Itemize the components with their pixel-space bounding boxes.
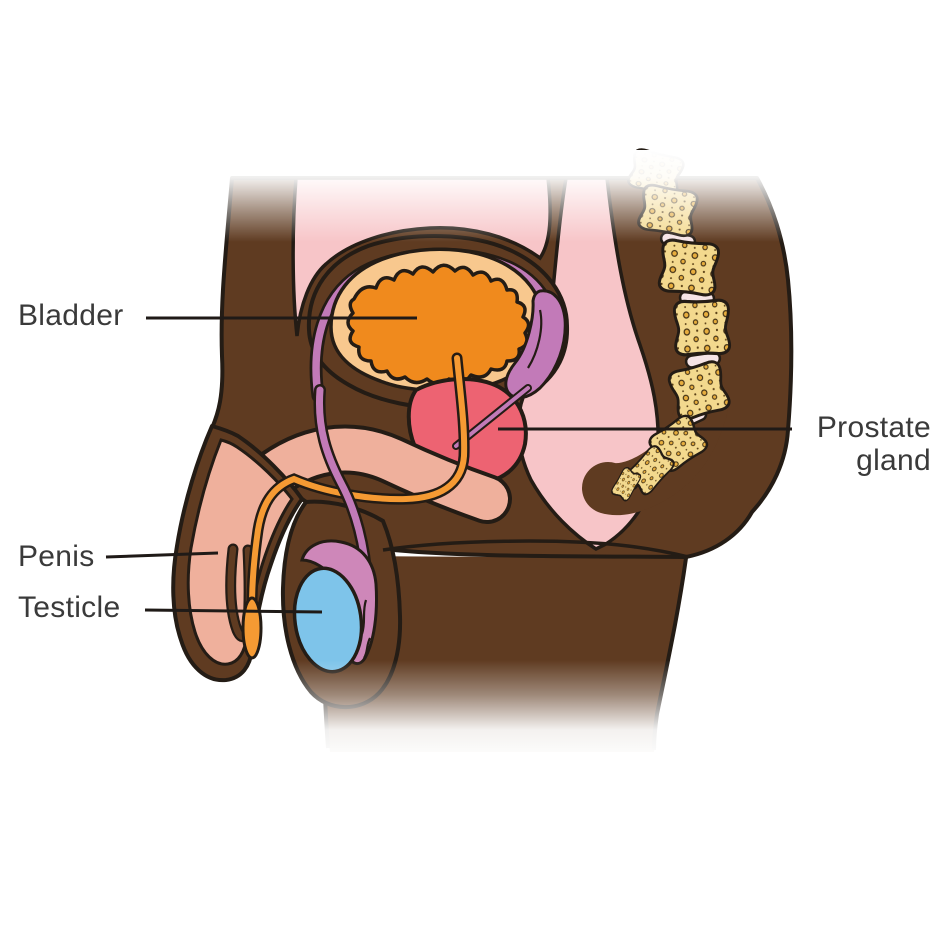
penile-bulb [241,424,512,524]
label-penis: Penis [18,540,95,573]
label-bladder: Bladder [18,299,124,332]
bladder-lumen [346,263,531,386]
groin-crease-line [382,539,689,559]
urethra [241,352,470,660]
testicle-region [292,539,378,674]
label-prostate-gland: Prostate gland [817,411,931,477]
top-fade [170,150,800,242]
label-prostate-line2: gland [856,444,931,477]
bottom-fade [255,660,735,760]
testicle-leader-line [144,608,323,614]
penis-leader-line [105,551,219,559]
label-prostate-line1: Prostate [816,411,931,444]
label-testicle: Testicle [18,591,121,624]
